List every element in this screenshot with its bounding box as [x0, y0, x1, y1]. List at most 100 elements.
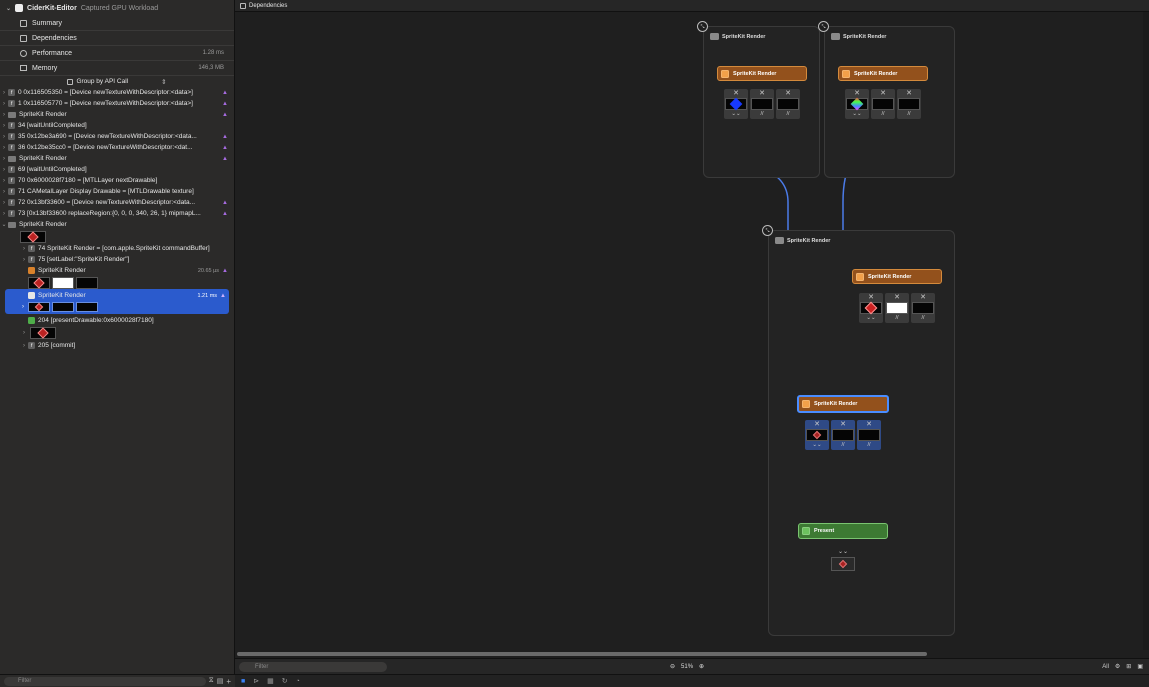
render-pass-node[interactable]: SpriteKit Render	[852, 269, 942, 284]
chevron-right-icon[interactable]: ›	[3, 199, 5, 206]
command-buffer-thumbnail[interactable]	[20, 230, 234, 243]
graph-filter-input[interactable]: Filter	[239, 661, 387, 672]
vertical-scrollbar[interactable]	[1143, 12, 1149, 650]
encoder-thumbnails[interactable]: ›	[22, 301, 229, 313]
collapse-icon[interactable]: ⤡	[697, 21, 708, 32]
chevron-right-icon[interactable]: ›	[3, 133, 5, 140]
add-icon[interactable]: +	[226, 676, 231, 686]
warning-flag-icon: ▲	[222, 133, 228, 140]
drawable-attachment[interactable]: ⌄⌄	[831, 548, 855, 571]
nav-memory[interactable]: Memory 146,3 MB	[0, 61, 234, 76]
chevron-right-icon[interactable]: ›	[23, 329, 25, 336]
all-filter[interactable]: All	[1102, 663, 1109, 670]
nav-performance[interactable]: Performance 1.28 ms	[0, 46, 234, 61]
chevron-right-icon[interactable]: ›	[23, 342, 25, 349]
depth-attachment[interactable]: ✕//	[871, 89, 895, 119]
chevron-right-icon[interactable]: ›	[3, 100, 5, 107]
chevron-right-icon[interactable]: ›	[3, 166, 5, 173]
chevron-right-icon[interactable]: ›	[3, 144, 5, 151]
call-row[interactable]: 204 [presentDrawable:0x6000028f7180]	[0, 315, 234, 326]
warning-flag-icon: ▲	[222, 210, 228, 217]
group-header: SpriteKit Render	[710, 33, 765, 40]
chevron-right-icon[interactable]: ›	[3, 155, 5, 162]
chevron-right-icon[interactable]: ›	[3, 188, 5, 195]
gauge-icon[interactable]: ◔	[295, 677, 300, 685]
stencil-attachment[interactable]: ✕//	[857, 420, 881, 450]
dependency-graph[interactable]: ⤡ SpriteKit Render SpriteKit Render ✕⌄⌄ …	[235, 12, 1143, 650]
grid-icon[interactable]: ▦	[267, 678, 274, 685]
color-attachment[interactable]: ✕⌄⌄	[845, 89, 869, 119]
chevron-right-icon[interactable]: ›	[3, 111, 5, 118]
command-buffer-icon	[775, 237, 784, 244]
color-attachment[interactable]: ✕⌄⌄	[859, 293, 883, 323]
collapse-icon[interactable]: ⤡	[762, 225, 773, 236]
layout-icon[interactable]: ⊞	[1126, 664, 1132, 670]
horizontal-scrollbar[interactable]	[237, 652, 927, 656]
render-pass-node-selected[interactable]: SpriteKit Render	[797, 395, 889, 413]
sidebar-toggle-icon[interactable]: ▣	[1137, 664, 1143, 670]
call-row[interactable]: ⌄SpriteKit Render	[1, 221, 67, 228]
sidebar-filter-input[interactable]: Filter	[4, 676, 206, 686]
workload-title[interactable]: ⌄ CiderKit-Editor Captured GPU Workload	[0, 0, 234, 16]
reload-icon[interactable]: ↻	[281, 678, 288, 685]
nav-summary[interactable]: Summary	[0, 16, 234, 31]
call-row[interactable]: ›SpriteKit Render▲	[0, 109, 234, 120]
chevron-down-icon[interactable]: ⌄	[1, 222, 7, 228]
group-by-selector[interactable]: Group by API Call ⇕	[0, 76, 234, 87]
color-attachment[interactable]: ✕⌄⌄	[805, 420, 829, 450]
chevron-right-icon[interactable]: ›	[22, 304, 24, 310]
render-pass-node[interactable]: SpriteKit Render	[838, 66, 928, 81]
color-attachment[interactable]: ✕⌄⌄	[724, 89, 748, 119]
chevron-right-icon[interactable]: ›	[3, 210, 5, 217]
nav-dependencies[interactable]: Dependencies	[0, 31, 234, 46]
toggle-icon[interactable]: ■	[241, 677, 246, 685]
chevron-right-icon[interactable]: ›	[23, 256, 25, 263]
stencil-attachment[interactable]: ✕//	[897, 89, 921, 119]
command-buffer-icon	[8, 111, 16, 118]
step-icon[interactable]: ⊳	[253, 678, 260, 685]
present-node[interactable]: Present	[798, 523, 888, 539]
depth-attachment[interactable]: ✕//	[831, 420, 855, 450]
texture-thumbnail	[725, 97, 747, 111]
chevron-right-icon[interactable]: ›	[3, 122, 5, 129]
chevron-right-icon[interactable]: ›	[3, 89, 5, 96]
texture-thumbnail	[872, 98, 894, 110]
stencil-attachment[interactable]: ✕//	[911, 293, 935, 323]
zoom-out-icon[interactable]: ⊖	[670, 664, 676, 670]
zoom-in-icon[interactable]: ⊕	[699, 664, 705, 670]
filter-options-icon[interactable]: ⧖	[208, 677, 214, 684]
chevron-right-icon[interactable]: ›	[23, 245, 25, 252]
depth-attachment[interactable]: ✕//	[885, 293, 909, 323]
stencil-attachment[interactable]: ✕//	[776, 89, 800, 119]
group-header: SpriteKit Render	[831, 33, 886, 40]
frames-icon[interactable]: ▤	[216, 678, 224, 685]
diamond-texture-icon	[34, 302, 44, 312]
diamond-texture-icon	[812, 430, 822, 440]
settings-icon[interactable]: ⚙	[1114, 664, 1121, 670]
chevron-right-icon[interactable]: ›	[3, 177, 5, 184]
chevron-down-icon[interactable]: ⌄	[6, 5, 12, 12]
depth-attachment[interactable]: ✕//	[750, 89, 774, 119]
encoder-thumbnails[interactable]	[28, 276, 234, 289]
present-thumbnail[interactable]: ›	[20, 326, 234, 339]
nav-label: Memory	[32, 64, 58, 72]
collapse-icon[interactable]: ⤡	[818, 21, 829, 32]
call-row[interactable]: ›SpriteKit Render▲	[0, 153, 234, 164]
render-pass-node[interactable]: SpriteKit Render	[717, 66, 807, 81]
